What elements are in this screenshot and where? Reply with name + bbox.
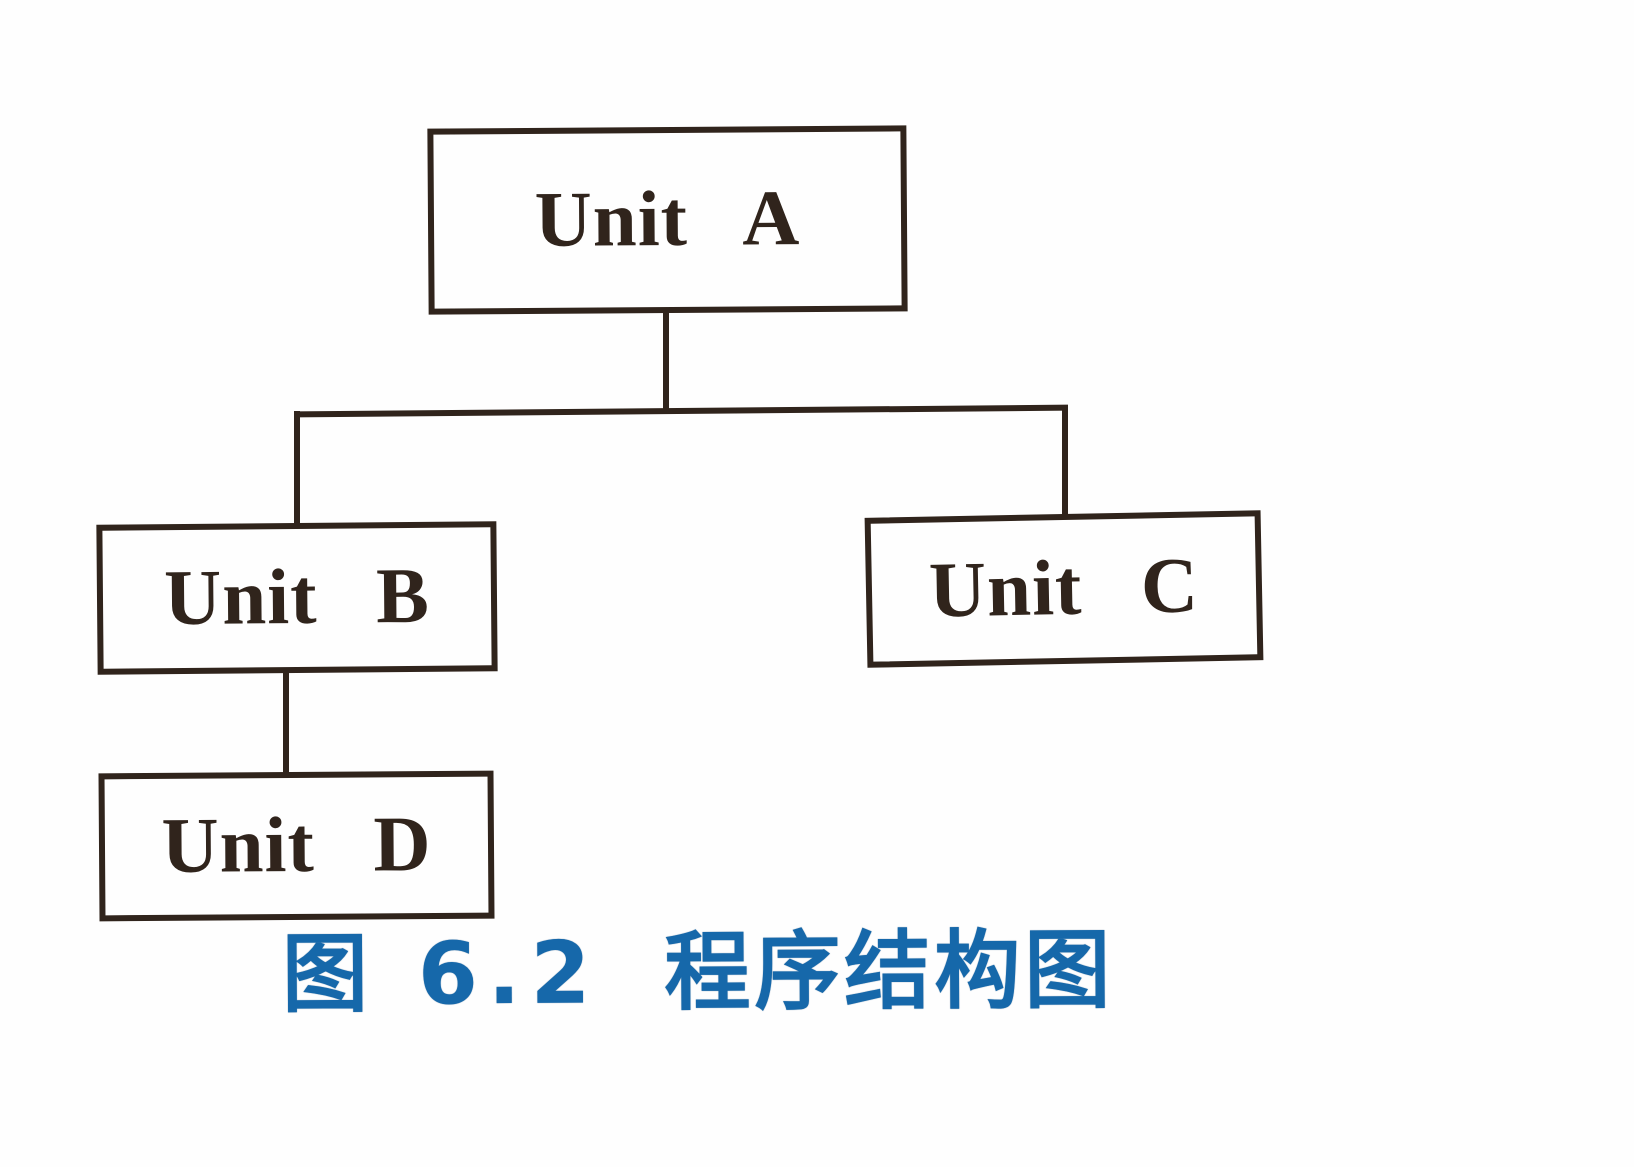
connector-unit-b-to-unit-d bbox=[283, 669, 289, 777]
figure-caption-number: 图 6.2 bbox=[281, 923, 601, 1026]
node-unit-d: Unit D bbox=[98, 770, 495, 922]
connector-unit-a-stem bbox=[663, 310, 669, 414]
connector-horizontal-bus bbox=[295, 404, 1069, 418]
node-unit-a: Unit A bbox=[427, 125, 908, 315]
node-unit-b: Unit B bbox=[96, 521, 498, 675]
node-unit-d-label: Unit D bbox=[161, 801, 432, 890]
node-unit-c-label: Unit C bbox=[928, 542, 1200, 635]
node-unit-a-label: Unit A bbox=[534, 175, 801, 264]
figure-caption-title: 程序结构图 bbox=[664, 920, 1115, 1024]
connector-drop-to-unit-b bbox=[294, 411, 300, 528]
node-unit-b-label: Unit B bbox=[163, 552, 431, 643]
node-unit-c: Unit C bbox=[864, 510, 1264, 668]
figure-caption: 图 6.2 程序结构图 bbox=[281, 920, 1115, 1026]
connector-drop-to-unit-c bbox=[1062, 405, 1068, 519]
